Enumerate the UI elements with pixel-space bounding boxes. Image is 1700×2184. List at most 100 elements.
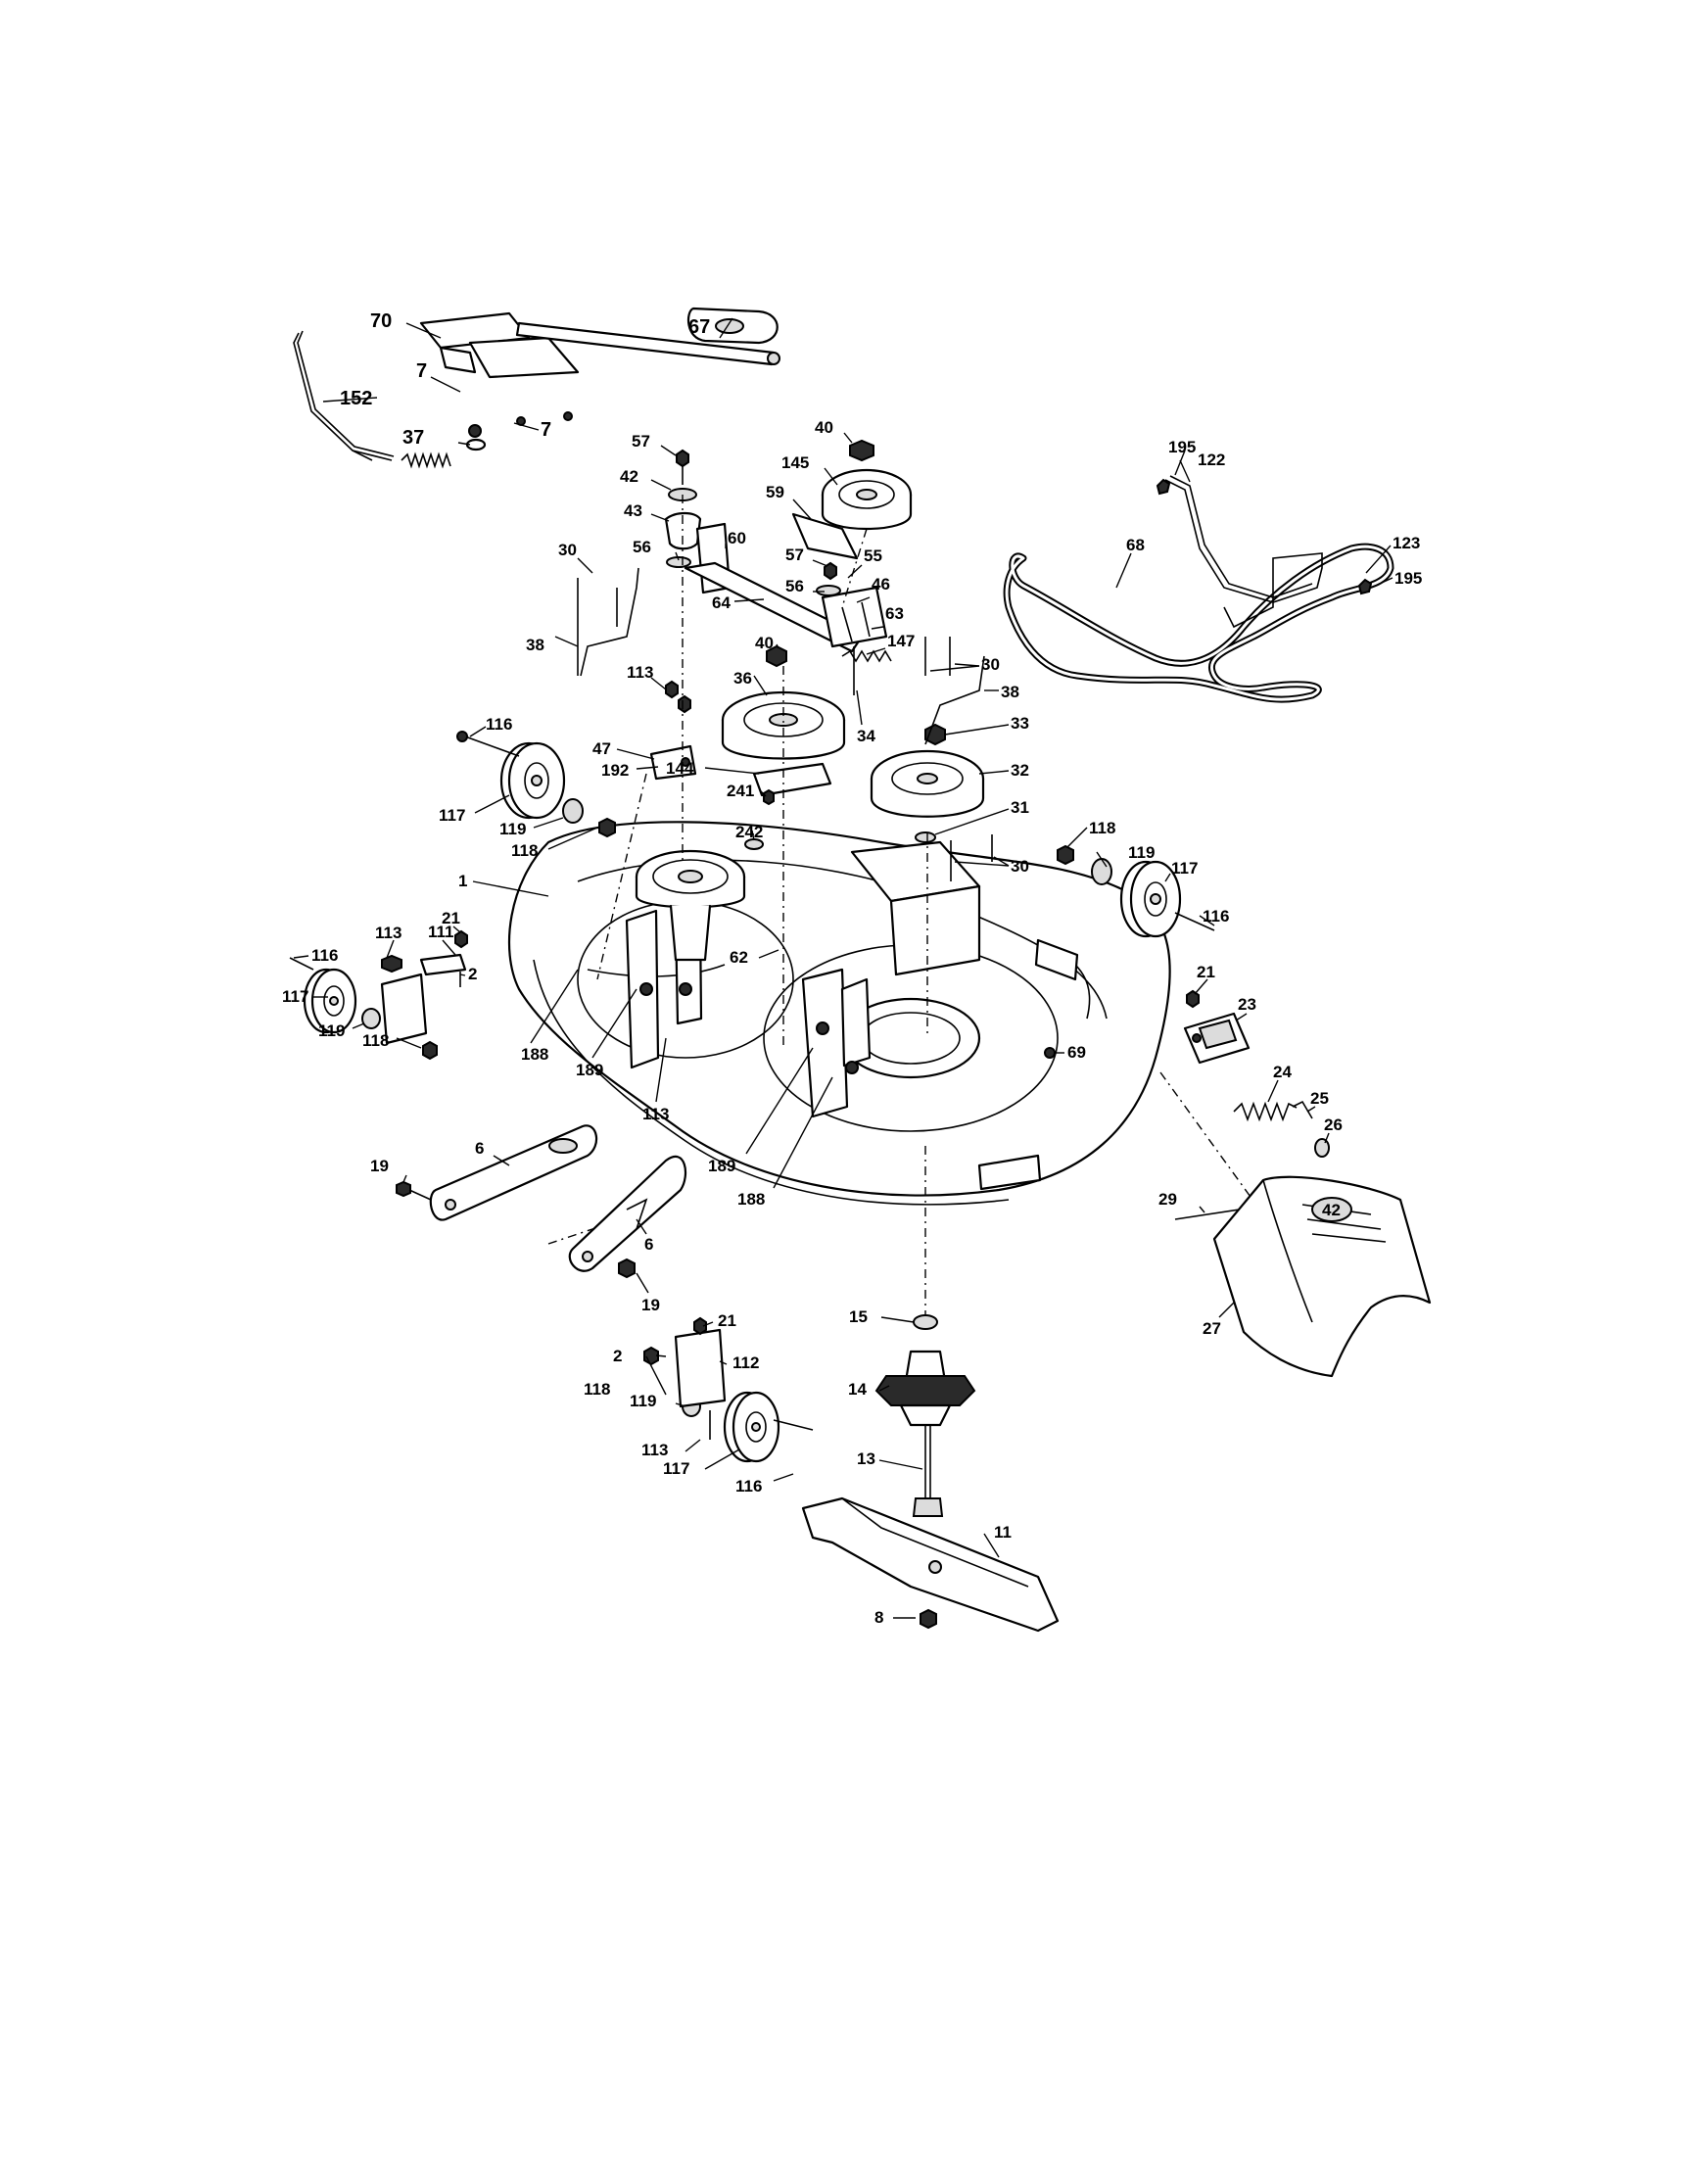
callout-34: 34 (857, 727, 875, 745)
callout-145: 145 (781, 453, 809, 472)
callout-21-upper: 21 (442, 909, 460, 927)
callout-2-lower: 2 (613, 1347, 622, 1365)
callout-117-lower: 117 (663, 1459, 689, 1478)
hanger-bracket-upper (396, 1124, 598, 1221)
callout-119-upper: 119 (499, 820, 526, 838)
callout-117-right: 117 (1171, 859, 1198, 878)
callout-21-right: 21 (1197, 963, 1215, 981)
callout-118-lower: 118 (584, 1380, 610, 1399)
mower-blade (801, 1496, 1060, 1633)
leader-lines (293, 317, 1393, 1619)
callout-118-upper: 118 (511, 841, 538, 860)
callout-46: 46 (872, 575, 890, 593)
callout-67: 67 (688, 316, 710, 338)
deck-spindle-pulley (635, 849, 746, 962)
callout-42: 42 (620, 467, 638, 486)
callout-62: 62 (730, 948, 748, 967)
callout-19-lower: 19 (641, 1296, 660, 1314)
callout-123: 123 (1393, 534, 1420, 552)
callout-117-upper: 117 (439, 806, 465, 825)
callout-241: 241 (727, 782, 754, 800)
callout-57-top: 57 (632, 432, 650, 451)
callout-188-left: 188 (521, 1045, 548, 1064)
callout-14: 14 (848, 1380, 867, 1399)
discharge-chute: 42 (1212, 1175, 1432, 1378)
callout-23: 23 (1238, 995, 1256, 1014)
callout-113-b: 113 (375, 924, 401, 942)
callout-7-left: 7 (416, 360, 427, 382)
callout-192: 192 (601, 761, 629, 780)
callout-195-top: 195 (1168, 438, 1196, 456)
callout-6-lower: 6 (644, 1235, 653, 1254)
callout-70: 70 (370, 310, 392, 332)
callout-2-upper: 2 (468, 965, 477, 983)
callout-117-left: 117 (282, 987, 308, 1006)
callout-30-c: 30 (1011, 857, 1029, 876)
callout-55: 55 (864, 546, 882, 565)
spindle-assembly (874, 1314, 976, 1517)
callout-195-right: 195 (1394, 569, 1422, 588)
callout-111: 111 (428, 923, 454, 941)
callout-113-d: 113 (641, 1441, 668, 1459)
callout-64: 64 (712, 593, 731, 612)
callout-11: 11 (994, 1523, 1012, 1542)
callout-43: 43 (624, 501, 642, 520)
callout-15: 15 (849, 1307, 868, 1326)
callout-116-left: 116 (311, 946, 338, 965)
callout-119-left: 119 (318, 1021, 345, 1040)
callout-36: 36 (733, 669, 752, 688)
callout-69: 69 (1067, 1043, 1086, 1062)
deck-emblem: 42 (1322, 1201, 1341, 1219)
callout-24: 24 (1273, 1063, 1292, 1081)
callout-189-right: 189 (708, 1157, 735, 1175)
callout-labels: 70 67 7 7 152 37 57 42 43 56 60 40 145 5… (282, 310, 1422, 1627)
callout-33: 33 (1011, 714, 1029, 733)
callout-147: 147 (887, 632, 915, 650)
bolts-and-rods (577, 567, 993, 881)
callout-30-a: 30 (558, 541, 577, 559)
callout-116-upper: 116 (486, 715, 512, 734)
chute-bracket (1174, 989, 1330, 1220)
callout-38-a: 38 (526, 636, 544, 654)
callout-40-mid: 40 (755, 634, 774, 652)
callout-56-left: 56 (633, 538, 651, 556)
callout-122: 122 (1198, 451, 1225, 469)
callout-19-upper: 19 (370, 1157, 389, 1175)
alignment-lines (547, 495, 1264, 1322)
callout-189-left: 189 (576, 1061, 603, 1079)
callout-40-top: 40 (815, 418, 833, 437)
callout-144: 144 (666, 759, 694, 778)
callout-112: 112 (732, 1353, 759, 1372)
callout-113-c: 113 (642, 1105, 669, 1123)
callout-63: 63 (885, 604, 904, 623)
callout-118-right: 118 (1089, 819, 1115, 837)
deck-lift-assembly (293, 307, 780, 469)
callout-13: 13 (857, 1449, 875, 1468)
callout-113-a: 113 (627, 663, 653, 682)
callout-38-b: 38 (1001, 683, 1019, 701)
hanger-bracket-lower (568, 1155, 687, 1279)
callout-6-upper: 6 (475, 1139, 484, 1158)
callout-57-mid: 57 (785, 546, 804, 564)
callout-60: 60 (728, 529, 746, 547)
drive-belt (1003, 475, 1394, 703)
callout-152: 152 (340, 388, 372, 409)
callout-242: 242 (735, 823, 763, 841)
callout-1: 1 (458, 872, 467, 890)
callout-59: 59 (766, 483, 784, 501)
callout-8: 8 (874, 1608, 883, 1627)
callout-26: 26 (1324, 1116, 1343, 1134)
callout-25: 25 (1310, 1089, 1329, 1108)
gauge-wheel-bottom (643, 1316, 814, 1463)
idler-arm-assembly (649, 439, 985, 850)
gauge-wheel-left-upper (456, 731, 616, 838)
callout-21-lower: 21 (718, 1311, 736, 1330)
callout-188-right: 188 (737, 1190, 765, 1209)
gauge-wheel-left-lower (289, 929, 468, 1061)
gauge-wheel-right (1057, 844, 1215, 938)
callout-29: 29 (1158, 1190, 1177, 1209)
callout-31: 31 (1011, 798, 1029, 817)
callout-56-mid: 56 (785, 577, 804, 595)
callout-119-lower: 119 (630, 1392, 656, 1410)
